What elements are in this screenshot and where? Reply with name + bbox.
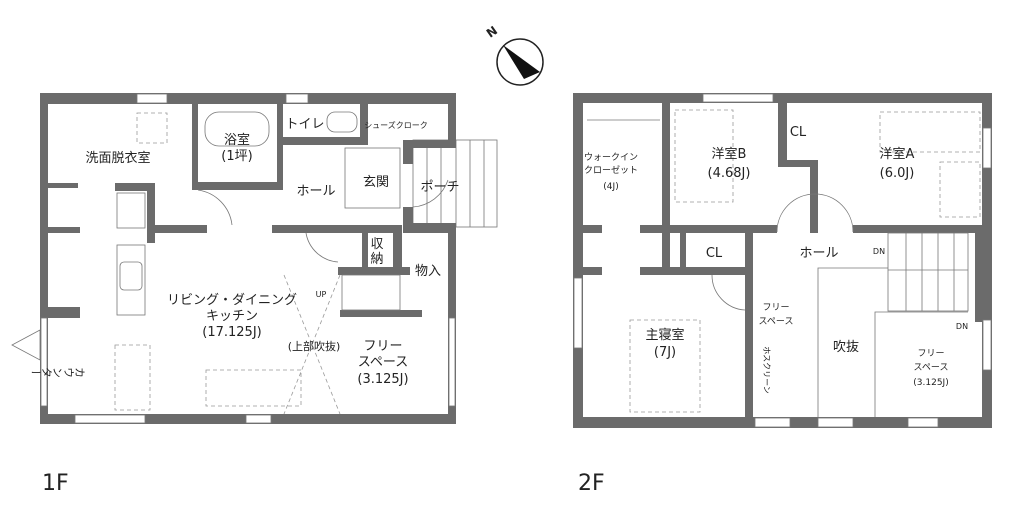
wall: [403, 140, 456, 148]
bay-window: [11, 329, 41, 361]
room-label-hall-2f: ホール: [799, 246, 838, 261]
room-label-cl-upper: CL: [790, 125, 807, 140]
floor-1-plan: 洗面脱衣室 浴室 (1坪) トイレ シューズクローク ホール 玄関 ポーチ 収 …: [11, 93, 498, 496]
room-size-ldk: (17.125J): [202, 325, 261, 340]
door-swing: [711, 274, 746, 311]
room-label-kitchen: キッチン: [206, 309, 258, 324]
window: [573, 277, 583, 349]
room-size-bath: (1坪): [221, 149, 252, 164]
room-size-room-b: (4.68J): [708, 166, 751, 181]
room-size-master: (7J): [654, 345, 676, 360]
door: [907, 417, 939, 428]
room-size-room-a: (6.0J): [880, 166, 915, 181]
washbasin: [136, 112, 168, 144]
room-label-free-1: フリー: [363, 339, 402, 354]
room-label-wic-2: クローゼット: [584, 164, 638, 176]
room-label-washroom: 洗面脱衣室: [85, 150, 150, 166]
wall: [403, 223, 456, 233]
stove: [116, 192, 146, 229]
sofa: [205, 369, 302, 407]
wall: [448, 93, 456, 143]
wall: [40, 93, 456, 104]
room-label-room-b: 洋室B: [712, 146, 747, 162]
entrance-floor: [344, 147, 401, 209]
stairs-down-label: DN: [873, 247, 885, 256]
door-swing: [814, 193, 854, 233]
floor-label-2f: 2F: [578, 471, 605, 496]
window: [285, 93, 309, 104]
room-label-free-left-2: スペース: [759, 317, 794, 327]
bathtub: [204, 111, 270, 147]
door-swing: [305, 232, 339, 263]
room-label-entrance: 玄関: [363, 175, 389, 190]
room-label-ldk: リビング・ダイニング: [167, 293, 297, 308]
room-label-free-right-1: フリー: [917, 349, 944, 359]
floor-2-plan: ウォークイン クローゼット (4J) 洋室B (4.68J) CL 洋室A (6…: [573, 93, 992, 496]
room-label-shoe-cloak: シューズクローク: [364, 120, 428, 130]
room-label-wic-1: ウォークイン: [584, 152, 638, 163]
wall: [403, 207, 413, 233]
room-label-free-2: スペース: [358, 355, 408, 370]
desk: [879, 111, 981, 153]
wall: [403, 140, 413, 164]
railing: [817, 267, 888, 417]
void-marker: [283, 274, 341, 415]
railing: [874, 311, 968, 417]
room-label-storage-1: 収: [370, 237, 383, 252]
room-label-hall: ホール: [296, 184, 335, 199]
room-size-wic: (4J): [603, 182, 618, 192]
window: [982, 319, 992, 371]
door-swing: [776, 193, 816, 233]
window: [136, 93, 168, 104]
window: [982, 127, 992, 169]
hoscreen-label: ホスクリーン: [762, 346, 771, 394]
toilet-fixture: [326, 111, 358, 133]
sink: [119, 261, 143, 291]
stairs-1f: [341, 274, 401, 311]
door: [754, 417, 791, 428]
stairs-down-label: DN: [956, 322, 968, 331]
window: [245, 414, 272, 424]
dining-table: [114, 344, 151, 411]
room-label-cl-lower: CL: [706, 246, 723, 261]
room-size-free-right: (3.125J): [913, 378, 948, 388]
floor-label-1f: 1F: [42, 471, 69, 496]
room-label-bath: 浴室: [224, 132, 250, 148]
counter-label: カウンター: [31, 366, 86, 379]
stairs-2f: [887, 232, 969, 312]
room-label-room-a: 洋室A: [880, 146, 915, 162]
room-label-master: 主寝室: [645, 327, 684, 343]
room-size-free: (3.125J): [357, 372, 408, 387]
room-label-free-left-1: フリー: [762, 303, 789, 313]
window: [702, 93, 774, 103]
room-label-free-right-2: スペース: [914, 363, 949, 373]
bed: [939, 161, 981, 218]
void-label: 吹抜: [833, 339, 859, 355]
bed: [674, 109, 734, 203]
compass-icon: N: [484, 23, 544, 86]
north-label: N: [484, 23, 500, 40]
stairs-up-label: UP: [316, 290, 327, 299]
door-swing: [197, 189, 233, 226]
window: [74, 414, 146, 424]
window: [40, 317, 48, 407]
front-door-swing: [412, 179, 449, 208]
room-label-toilet: トイレ: [285, 117, 324, 132]
room-label-porch: ポーチ: [420, 180, 459, 195]
window: [448, 317, 456, 407]
window: [817, 417, 854, 428]
void-above-label: (上部吹抜): [288, 339, 341, 353]
void-marker: [283, 274, 341, 415]
wall: [40, 93, 48, 424]
room-label-closet: 物入: [415, 264, 441, 279]
bed: [629, 319, 701, 413]
kitchen-counter: [116, 244, 146, 316]
room-label-storage-2: 納: [370, 252, 383, 267]
